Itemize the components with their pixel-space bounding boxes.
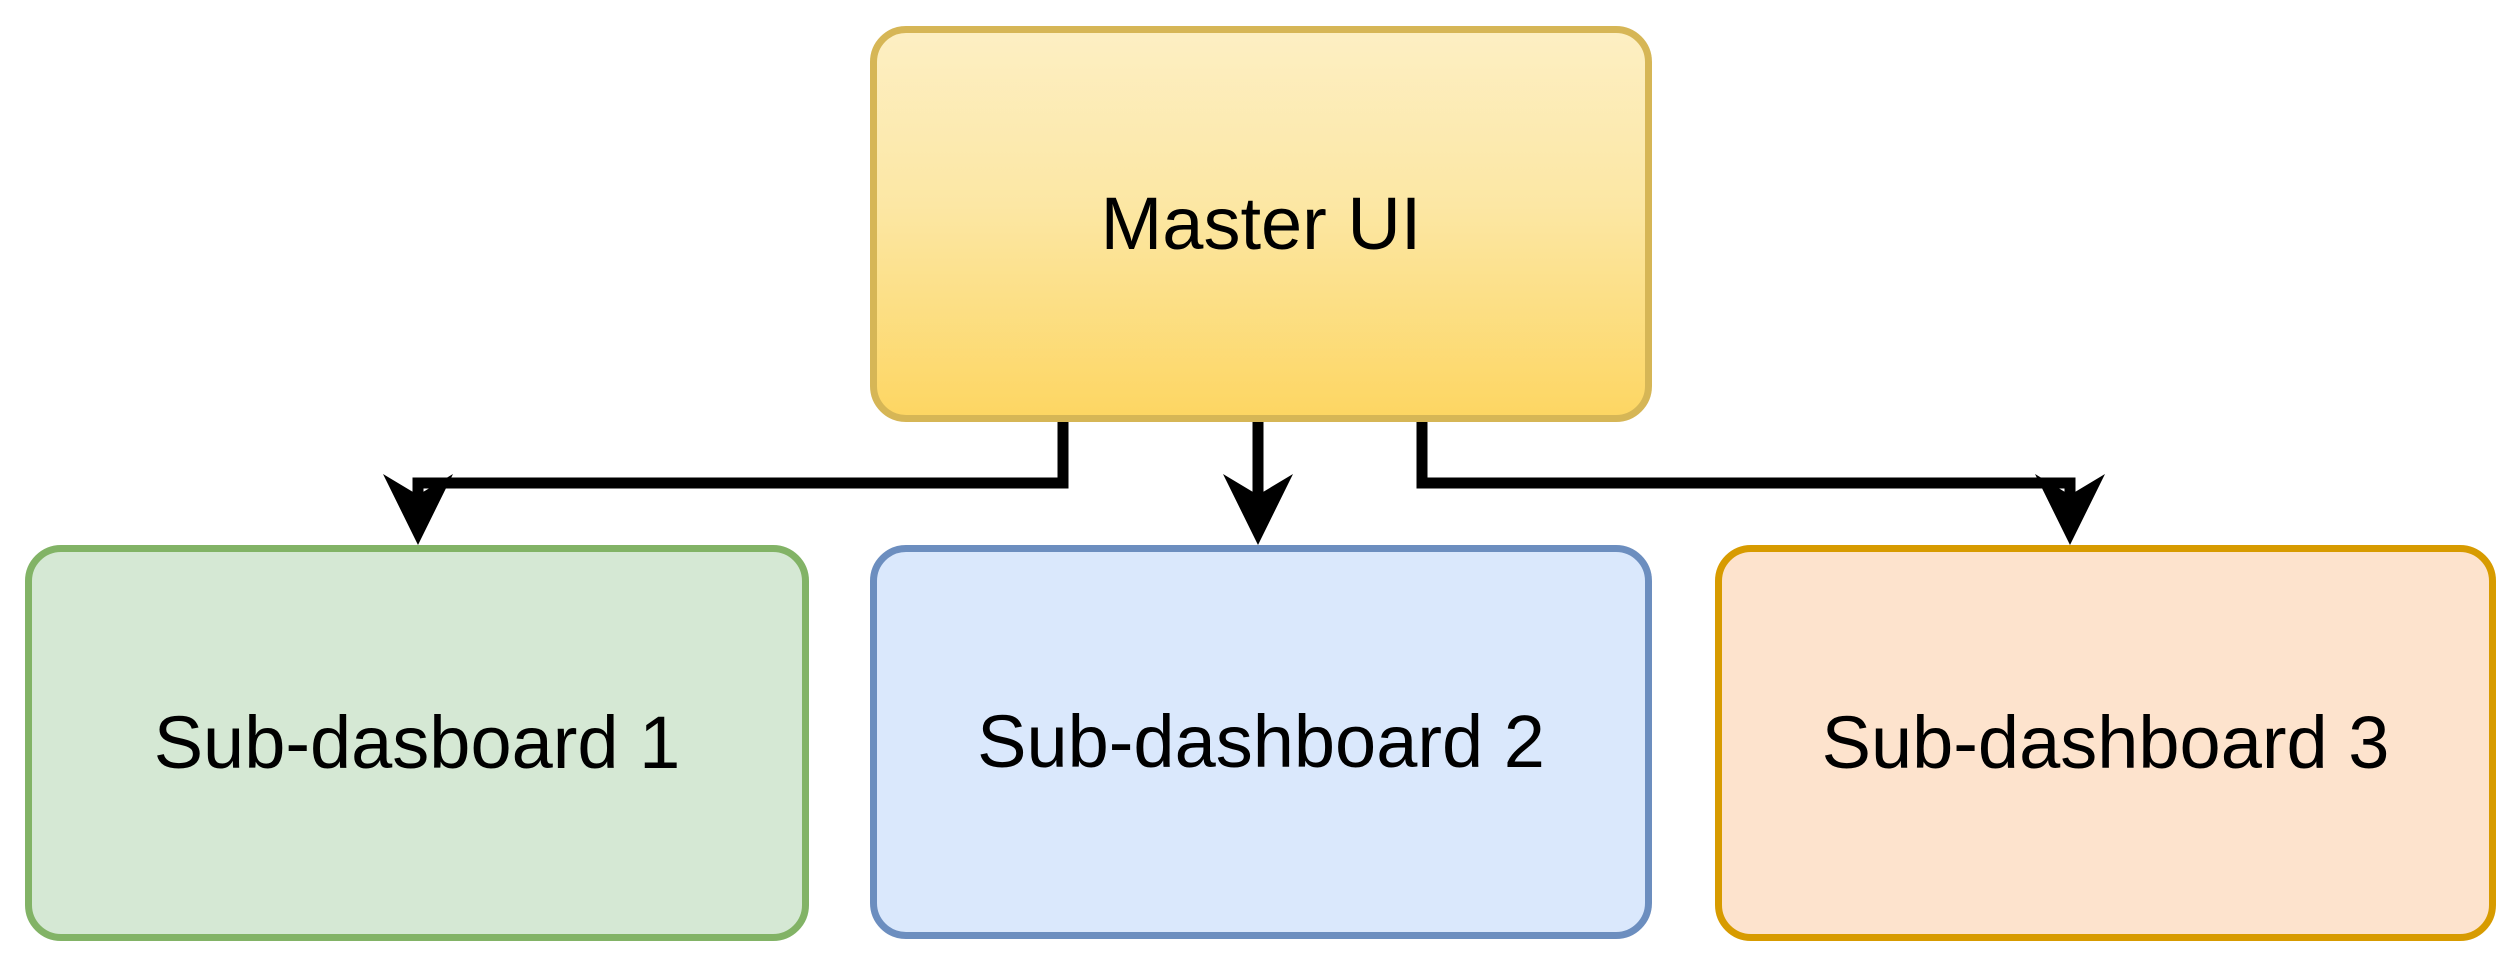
node-sub-dashboard-1[interactable]: Sub-dasboard 1	[25, 545, 809, 941]
node-sub-dashboard-1-label: Sub-dasboard 1	[153, 701, 681, 785]
edge-master-to-sub-dashboard-1[interactable]	[383, 422, 1069, 545]
node-sub-dashboard-3[interactable]: Sub-dashboard 3	[1715, 545, 2496, 941]
node-master-ui-label: Master UI	[1100, 182, 1422, 266]
node-master-ui[interactable]: Master UI	[870, 26, 1652, 422]
edge-master-to-sub-dashboard-2[interactable]	[1223, 422, 1293, 545]
node-sub-dashboard-2[interactable]: Sub-dashboard 2	[870, 545, 1652, 939]
node-sub-dashboard-3-label: Sub-dashboard 3	[1821, 701, 2390, 785]
node-sub-dashboard-2-label: Sub-dashboard 2	[977, 700, 1545, 784]
edge-master-to-sub-dashboard-3[interactable]	[1416, 422, 2105, 545]
